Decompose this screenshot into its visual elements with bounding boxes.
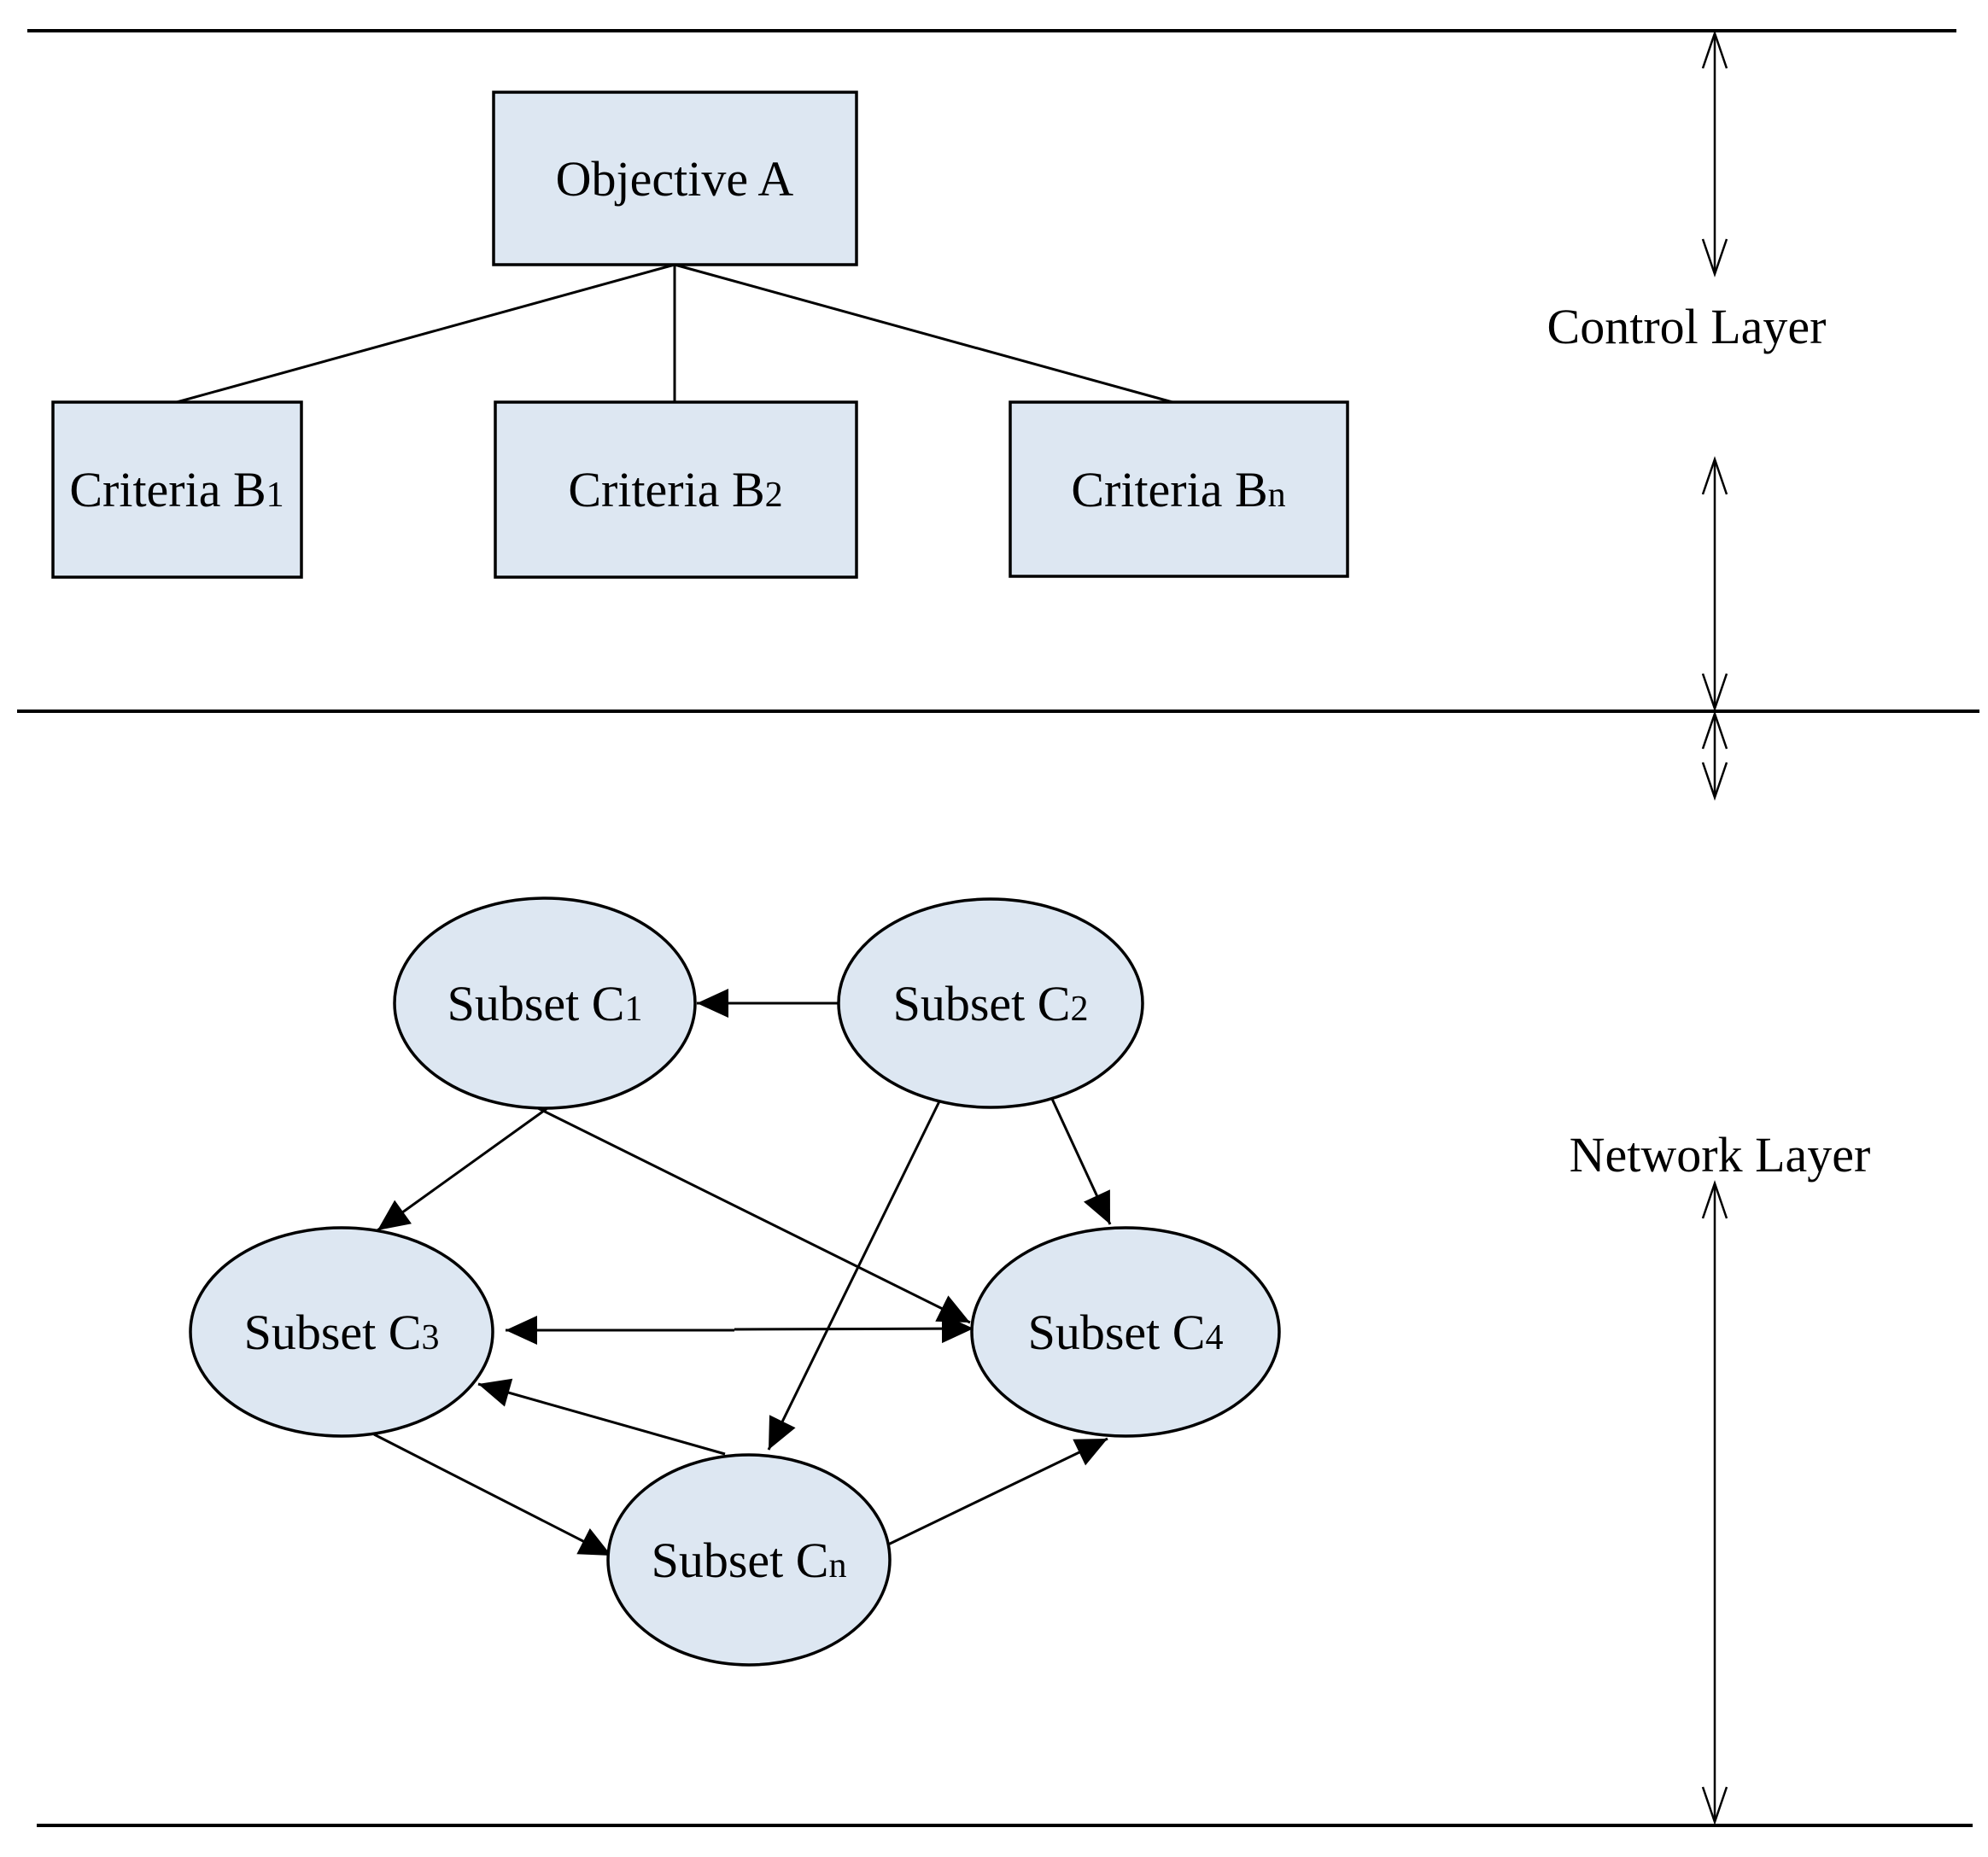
- subset-c4-subscript: 4: [1205, 1318, 1223, 1358]
- control-extent-arrow-lower: [1701, 456, 1728, 712]
- edge-cn-to-c4: [886, 1437, 1108, 1547]
- subset-c1-ellipse: [393, 896, 697, 1110]
- criteria-b2-box: [494, 400, 858, 579]
- subset-cn-ellipse: [606, 1453, 892, 1667]
- subset-c1-subscript: 1: [624, 990, 642, 1029]
- subset-c4-label: Subset C4: [1028, 1305, 1224, 1360]
- criteria-b2-text: Criteria B: [568, 462, 764, 517]
- arrowhead-down-icon: [1701, 238, 1728, 277]
- control-extent-arrow-upper: [1701, 30, 1728, 277]
- subset-c2-subscript: 2: [1070, 990, 1088, 1029]
- subset-c4-text: Subset C: [1028, 1305, 1206, 1360]
- criteria-bn-box: [1009, 400, 1349, 578]
- subset-c3-ellipse: [189, 1226, 494, 1438]
- edge-cn-to-c3: [477, 1378, 726, 1456]
- subset-c3-subscript: 3: [421, 1318, 439, 1358]
- arrowhead-up-icon: [1701, 30, 1728, 69]
- arrowhead-up-icon: [1701, 1180, 1728, 1219]
- layer-extent-arrows: [1701, 30, 1728, 1825]
- criteria-b1-text: Criteria B: [69, 462, 266, 517]
- edge-c2-to-cn: [767, 1101, 941, 1451]
- tree-edge-objective-bn: [674, 263, 1173, 404]
- edge-c1-to-c3: [377, 1102, 554, 1232]
- subset-c2-label: Subset C2: [893, 976, 1089, 1031]
- network-edges: [373, 989, 1112, 1557]
- edge-c3-to-cn: [373, 1433, 612, 1557]
- edge-c1-to-c4: [530, 1103, 971, 1324]
- arrowhead-down-icon: [1701, 1786, 1728, 1825]
- subset-cn-subscript: n: [828, 1546, 846, 1585]
- criteria-b2-subscript: 2: [765, 476, 783, 515]
- control-layer-caption: Control Layer: [1547, 299, 1827, 354]
- subset-cn-label: Subset Cn: [652, 1533, 847, 1588]
- network-extent-arrow-upper: [1701, 710, 1728, 801]
- objective-a-label: Objective A: [556, 151, 794, 207]
- criteria-b1-box: [51, 400, 303, 579]
- criteria-bn-subscript: n: [1268, 476, 1286, 515]
- arrowhead-down-icon: [1701, 762, 1728, 801]
- network-layer-caption: Network Layer: [1570, 1127, 1871, 1183]
- criteria-bn-text: Criteria B: [1071, 462, 1267, 517]
- subset-c1-text: Subset C: [447, 976, 625, 1031]
- subset-c1-label: Subset C1: [447, 976, 643, 1031]
- subset-c3-text: Subset C: [244, 1305, 422, 1360]
- edge-c2-to-c4: [1050, 1098, 1112, 1225]
- subset-cn-text: Subset C: [652, 1533, 829, 1588]
- subset-c3-label: Subset C3: [244, 1305, 440, 1360]
- subset-c4-ellipse: [970, 1226, 1281, 1438]
- subset-c2-text: Subset C: [893, 976, 1071, 1031]
- subset-c2-ellipse: [837, 897, 1144, 1109]
- tree-edge-objective-b1: [176, 263, 675, 404]
- arrowhead-down-icon: [1701, 673, 1728, 712]
- arrowhead-up-icon: [1701, 456, 1728, 495]
- network-extent-arrow-lower: [1701, 1180, 1728, 1825]
- criteria-b2-label: Criteria B2: [568, 462, 782, 517]
- arrowhead-up-icon: [1701, 710, 1728, 750]
- control-tree-edges: [176, 263, 1173, 404]
- criteria-b1-subscript: 1: [266, 476, 284, 515]
- objective-a-box: [492, 91, 858, 266]
- criteria-bn-label: Criteria Bn: [1071, 462, 1285, 517]
- criteria-b1-label: Criteria B1: [69, 462, 284, 517]
